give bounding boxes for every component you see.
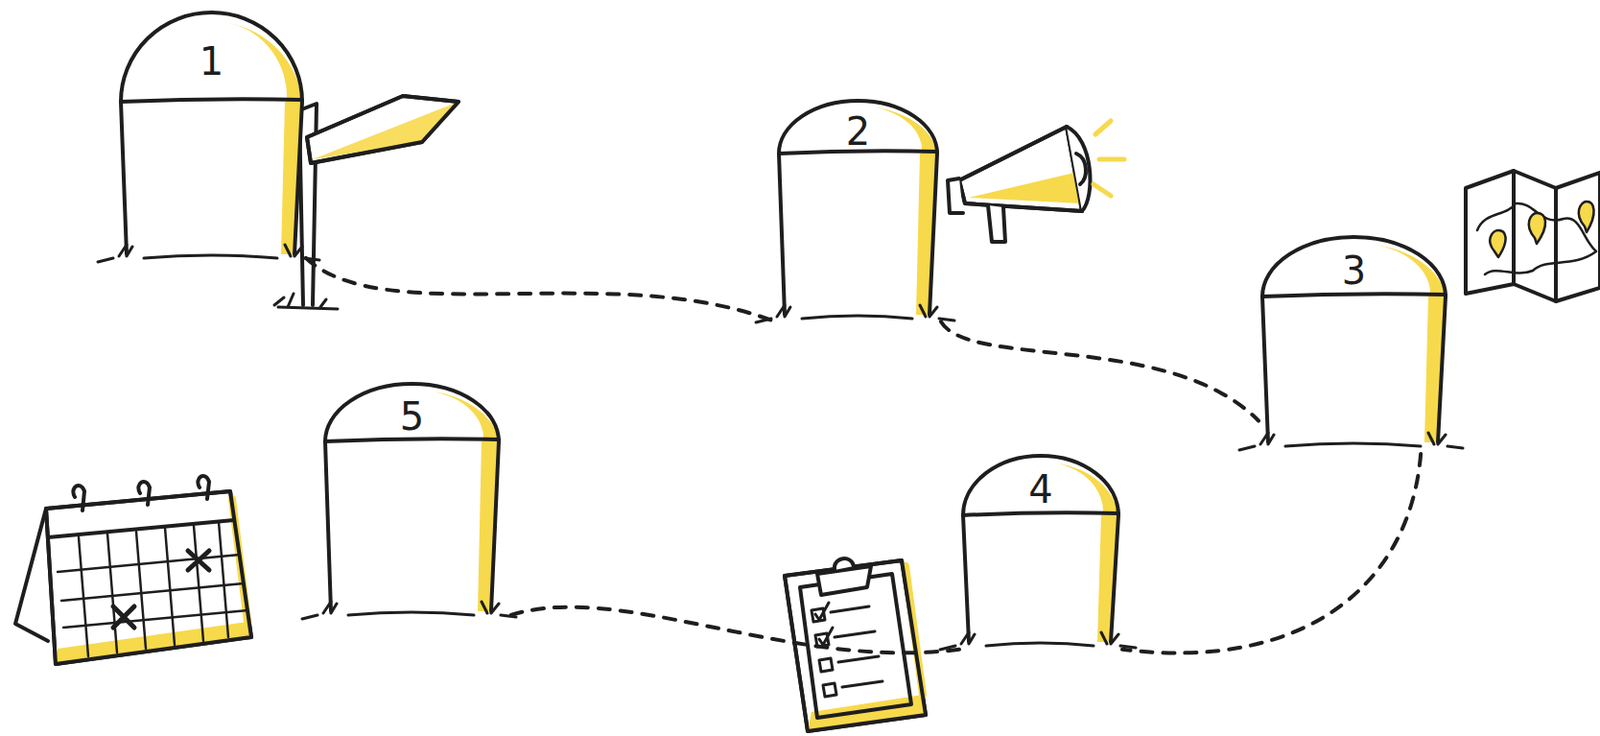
- milestone-number: 2: [775, 112, 942, 151]
- milestone-number: 1: [117, 42, 306, 81]
- milestone-stone: 1: [117, 8, 306, 266]
- milestone-number: 3: [1258, 251, 1450, 290]
- dashed-path: [502, 607, 960, 654]
- megaphone-icon: [947, 120, 1125, 242]
- map-icon: [1465, 170, 1600, 302]
- dashed-path: [1122, 453, 1421, 653]
- milestone-stone: 5: [321, 379, 503, 623]
- milestone-number: 5: [321, 397, 503, 436]
- dashed-path: [305, 258, 776, 322]
- milestone-number: 4: [959, 470, 1123, 509]
- calendar-icon: [15, 475, 252, 664]
- milestone-stone: 3: [1258, 233, 1450, 454]
- milestone-stone: 4: [959, 451, 1123, 654]
- dashed-path: [941, 321, 1259, 421]
- milestone-stone: 2: [775, 96, 942, 327]
